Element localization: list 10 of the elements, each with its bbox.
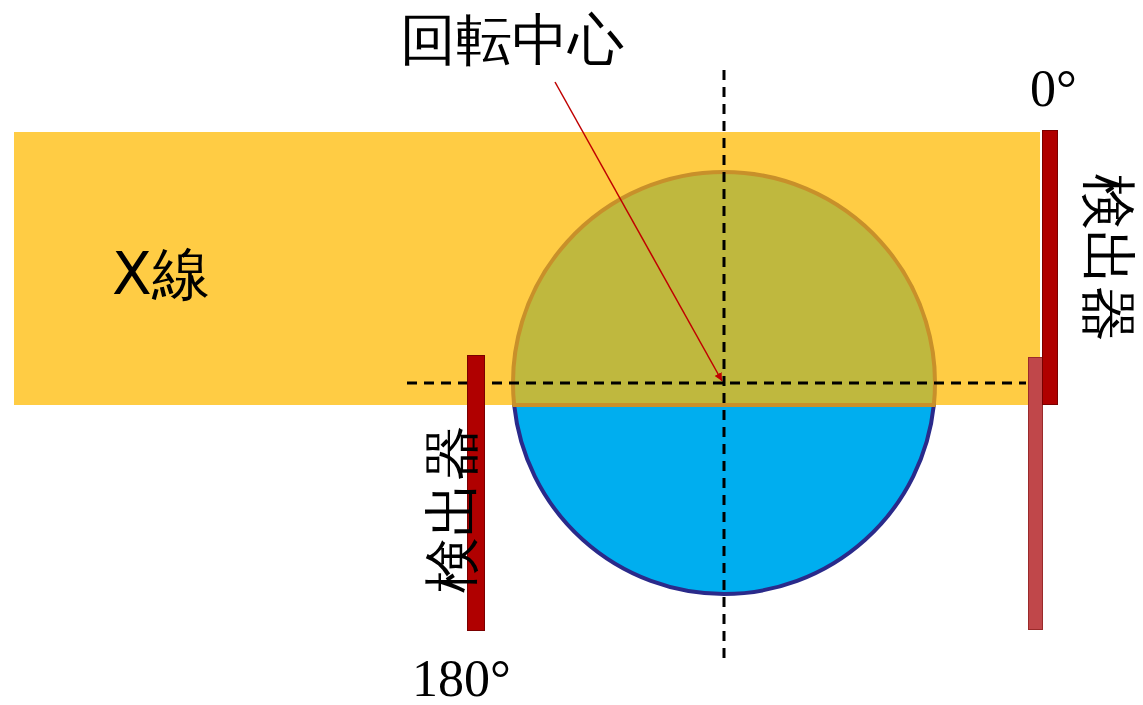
detector-label: 検出器: [421, 425, 483, 593]
leader-line: [554, 81, 723, 382]
rotation-center-label: 回転中心: [400, 6, 624, 74]
detector-label: 検出器: [1077, 174, 1139, 342]
beam-label: X線: [112, 242, 210, 306]
detector-bar: [1028, 357, 1043, 630]
detector-bar: [1042, 130, 1058, 405]
sample-drawing: [511, 170, 937, 596]
angle-label: 180°: [412, 649, 511, 705]
angle-label: 0°: [1030, 59, 1077, 119]
